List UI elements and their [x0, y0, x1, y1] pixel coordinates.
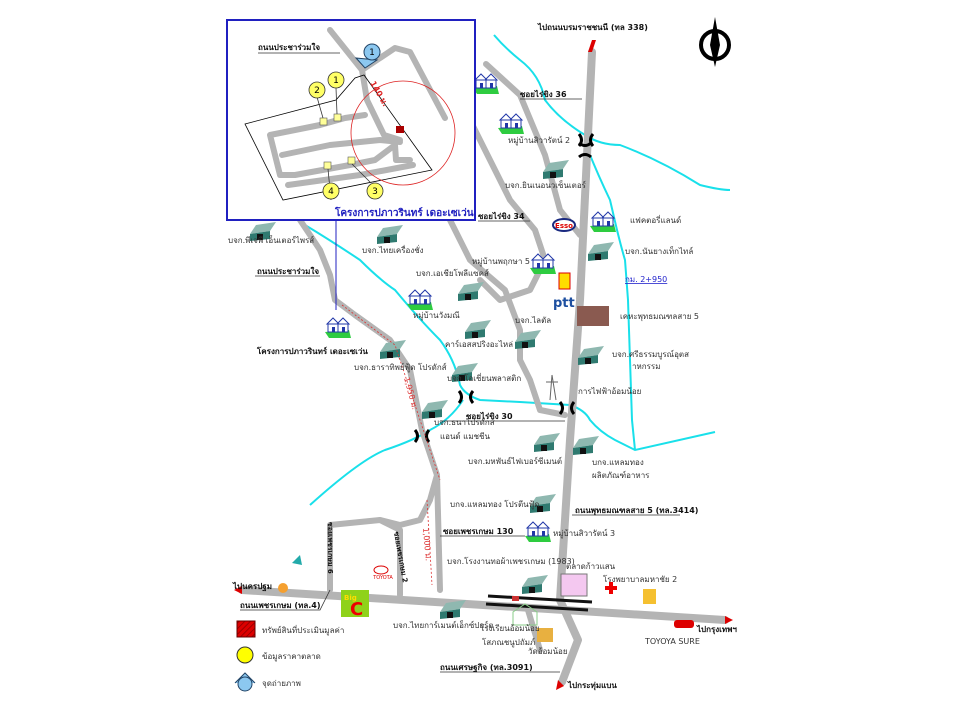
label-phutthamonthon-5: ถนนพุทธมณฑลสาย 5 (ทล.3414) — [575, 506, 698, 516]
label-nanyang: บจก.นันยางเท็กไทล์ — [625, 246, 693, 256]
label-mahachai-hospital: โรงพยาบาลมหาชัย 2 — [603, 574, 677, 584]
esso-text: Esso — [555, 222, 573, 230]
label-soi-phetkasem-130: ซอยเพชรเกษม 130 — [443, 527, 514, 536]
property-marker — [396, 126, 404, 133]
legend-market-label: ข้อมูลราคาตลาด — [262, 652, 321, 662]
label-yinnuo: บจก.ยินเนอนวเซ็นเตอร์ — [505, 180, 587, 190]
ptt-logo: ptt — [553, 296, 575, 311]
legend-market-icon — [236, 646, 254, 664]
label-soi-phetkasem-6: ซอยเพชรเกษม 6 — [326, 522, 334, 574]
overpass — [485, 594, 593, 612]
school-icon — [512, 603, 538, 626]
label-to-borommaratchachonnani: ไปถนนบรมราชชนนี (ทล 338) — [537, 22, 648, 32]
distance-line-1950 — [341, 304, 441, 481]
inset-road-label: ถนนประชาร่วมใจ — [258, 42, 320, 52]
label-mahaphan: บจก.มหพันธ์ไฟเบอร์ซีเมนต์ — [468, 456, 562, 466]
label-to-nakhonpathom: ไปนครปฐม — [232, 581, 272, 592]
label-soi-34: ซอยไร่ขิง 34 — [478, 211, 525, 221]
label-school: โรงเรียนอ้อมน้อย — [480, 623, 540, 633]
label-soi-phetkasem-2: ซอยเพชรเกษม 2 — [392, 531, 409, 583]
label-laital: บจก.ไลตัล — [515, 316, 551, 325]
arrow-west-icon — [234, 586, 242, 594]
arrow-north-icon — [588, 40, 596, 52]
label-wangmani: หมู่บ้านวังมณี — [413, 311, 460, 321]
power-tower-icon — [546, 374, 558, 401]
inset-photo-point-number: 1 — [369, 48, 375, 58]
label-pracharuamjai: ถนนประชาร่วมใจ — [257, 266, 319, 276]
arrow-east-icon — [725, 616, 733, 624]
label-to-bangkok: ไปกรุงเทพฯ — [696, 624, 737, 635]
hospital-cross-icon — [605, 582, 617, 594]
label-phetkasem-road: ถนนเพชรเกษม (ทล.4) — [240, 601, 321, 610]
market-point-4: 4 — [328, 187, 334, 197]
temple-icon — [537, 628, 553, 642]
legend-photo-icon — [237, 676, 253, 692]
map-labels: ไปถนนบรมราชชนนี (ทล 338) ซอยไร่ขิง 36 หม… — [228, 22, 737, 691]
label-pjp: บจก.พีเจพี เอ็นเตอร์ไพรส์ — [228, 235, 314, 245]
market-icon — [560, 573, 588, 597]
esso-logo — [552, 218, 576, 232]
7eleven-icon — [558, 272, 571, 290]
legend-photo-label: จุดถ่ายภาพ — [262, 679, 301, 688]
inset-title: โครงการปภาวรินทร์ เดอะเซเว่น — [334, 206, 474, 219]
label-sritham: บจก.ศรีธรรมบูรณ์อุตส — [612, 349, 689, 360]
label-sritham-2: าหกรรม — [632, 362, 660, 371]
label-km-marker: กม. 2+950 — [625, 275, 667, 284]
label-laemthong-protein: บกจ.แหลมทอง โปรตีนฟู้ด — [450, 499, 539, 510]
toyota-logo — [373, 565, 389, 575]
legend-property-icon — [236, 620, 256, 638]
north-arrow-icon: N — [699, 17, 731, 67]
label-thana-2: แอนด์ แมชชีน — [440, 431, 490, 441]
distance-1000-label: 1,000 ม. — [421, 527, 433, 561]
shell-icon — [278, 583, 288, 593]
inset-map: 140 ม. ถนนประชาร่วมใจ 1 2 1 4 3 โครงการป… — [226, 19, 476, 221]
label-laemthong-food: บกจ.แหลมทอง — [592, 458, 644, 467]
roads — [238, 48, 729, 686]
thai-flag-icon — [512, 596, 519, 601]
label-asia-poly: บจก.เอเชียโพลีแซคส์ — [416, 268, 489, 278]
bigc-top-text: Big — [344, 594, 357, 602]
pointer-lines — [240, 98, 680, 673]
market-point-1: 1 — [333, 76, 339, 86]
label-thana: บจก.ธนาโปรดักส์ — [434, 417, 495, 427]
label-soi-36: ซอยไร่ขิง 36 — [520, 89, 567, 99]
label-soi-30: ซอยไร่ขิง 30 — [466, 411, 513, 421]
label-laemthong-food-2: ผลิตภัณฑ์อาหาร — [592, 470, 650, 480]
legend-property-label: ทรัพย์สินที่ประเมินมูลค่า — [262, 624, 344, 636]
inset-photo-point — [363, 43, 381, 61]
label-school-2: โสภณชนูปถัมภ์ — [482, 637, 535, 648]
label-factory-land: แฟคตอรี่แลนด์ — [630, 214, 681, 225]
fuel-station-icon — [643, 589, 656, 604]
arrow-south-icon — [556, 680, 564, 690]
label-ocean: บจก.โอเชี่ยนพลาสติก — [447, 372, 521, 383]
car-icon — [674, 620, 694, 628]
label-car-spring: คาร์เอสสปริงอะไหล่ — [445, 339, 513, 349]
label-sivarat-3: หมู่บ้านสิวารัตน์ 3 — [553, 528, 615, 539]
label-kaosaen-market: ตลาดก้าวแสน — [566, 562, 616, 571]
label-electric: การไฟฟ้าอ้อมน้อย — [578, 387, 641, 396]
label-wat: วัดอ้อมน้อย — [528, 647, 568, 656]
bigc-text: C — [350, 599, 363, 620]
building-icon — [577, 306, 609, 326]
label-weaving: บจก.โรงงานทอผ้าเพชรเกษม (1983) — [447, 556, 575, 566]
label-thai-scale: บจก.ไทยเครื่องชั่ง — [362, 244, 424, 255]
label-kheha: เคหะพุทธมณฑลสาย 5 — [620, 312, 699, 321]
petronas-icon — [292, 555, 302, 565]
market-point-3: 3 — [372, 187, 378, 197]
label-sivarat-2: หมู่บ้านสิวารัตน์ 2 — [508, 135, 570, 146]
label-toyota-sure: TOYOYA SURE — [644, 637, 700, 646]
market-point-2: 2 — [314, 86, 320, 96]
label-thai-garment: บจก.ไทยการ์เมนต์เอ็กซ์ปอร์ต — [393, 620, 494, 630]
toyota-text: TOYOTA — [372, 575, 393, 581]
legend: ทรัพย์สินที่ประเมินมูลค่า ข้อมูลราคาตลาด… — [234, 620, 344, 692]
north-label: N — [712, 42, 719, 52]
label-pruksa-5: หมู่บ้านพฤกษา 5 — [472, 257, 530, 267]
label-setthakit: ถนนเศรษฐกิจ (ทล.3091) — [440, 663, 533, 673]
label-tharathip: บจก.ธาราทิพย์ฟู้ด โปรดักส์ — [354, 362, 447, 373]
bigc-logo — [341, 590, 369, 617]
label-project: โครงการปภาวรินทร์ เดอะเซเว่น — [256, 346, 368, 356]
label-to-krathumbaen: ไปกระทุ่มแบน — [567, 680, 617, 691]
